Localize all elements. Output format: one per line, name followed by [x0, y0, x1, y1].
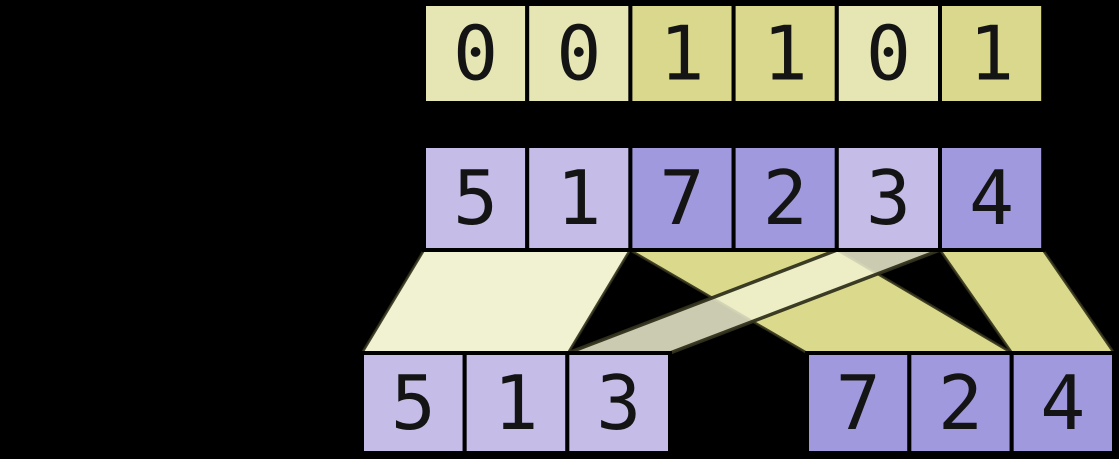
output-left-row-cell: [462, 351, 570, 455]
input-array-row-cell-value: 2: [763, 154, 808, 242]
bitmask-row-cell: [525, 2, 633, 105]
output-left-row-cell-value: 1: [493, 359, 538, 447]
bitmask-row-cell: [938, 2, 1046, 105]
output-left-row-cell: [565, 351, 672, 455]
output-right-row-cell-value: 4: [1040, 359, 1085, 447]
output-left-row-cell: [360, 351, 467, 455]
bitmask-row-cell: [731, 2, 839, 105]
input-array-row-cell-value: 3: [866, 154, 911, 242]
bitmask-row-cell-value: 1: [969, 10, 1014, 98]
bitmask-row-cell-value: 1: [763, 10, 808, 98]
output-right-row-cell-value: 7: [836, 359, 881, 447]
output-left-row-cell-value: 3: [596, 359, 641, 447]
bitmask-row-cell-value: 1: [659, 10, 704, 98]
input-array-row-cell-value: 4: [969, 154, 1014, 242]
output-right-row-cell-value: 2: [938, 359, 983, 447]
input-array-row-cell-value: 5: [453, 154, 498, 242]
input-array-row-cell: [525, 144, 633, 252]
output-left-row-cell-value: 5: [391, 359, 436, 447]
bitmask-row-cell: [628, 2, 736, 105]
output-right-row-cell: [1009, 351, 1117, 455]
input-array-row-cell: [834, 144, 942, 252]
output-right-row-cell: [805, 351, 912, 455]
input-array-row-cell: [938, 144, 1046, 252]
bitmask-row-cell-value: 0: [556, 10, 601, 98]
input-array-row-cell: [628, 144, 736, 252]
input-array-row-cell-value: 7: [659, 154, 704, 242]
bitmask-row-cell-value: 0: [453, 10, 498, 98]
bitmask-row-cell: [422, 2, 530, 105]
input-array-row-cell-value: 1: [556, 154, 601, 242]
input-array-row-cell: [731, 144, 839, 252]
bitmask-row-cell-value: 0: [866, 10, 911, 98]
output-right-row-cell: [907, 351, 1014, 455]
